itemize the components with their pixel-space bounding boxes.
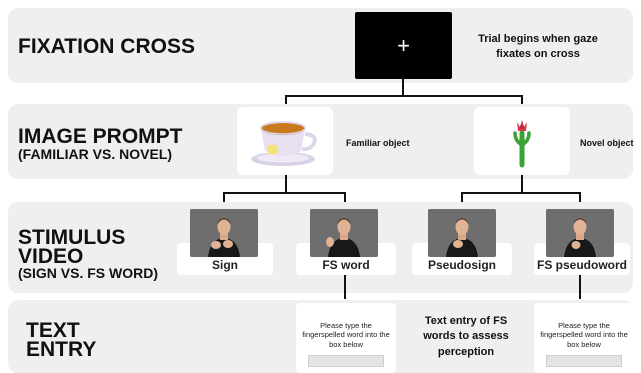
novel-plant-icon (513, 120, 531, 168)
connector (285, 95, 523, 97)
connector (579, 192, 581, 210)
stimulus-video-thumbnail[interactable] (190, 209, 258, 257)
connector (285, 175, 287, 193)
connector (461, 192, 581, 194)
stimulus-video-thumbnail[interactable] (546, 209, 614, 257)
connector (223, 192, 346, 194)
connector (402, 79, 404, 96)
fixation-note: Trial begins when gaze fixates on cross (478, 33, 598, 61)
video-label: Sign (212, 258, 238, 272)
text-entry-title-line2: ENTRY (26, 338, 97, 361)
fixation-title: FIXATION CROSS (18, 35, 195, 58)
text-entry-input[interactable] (546, 355, 622, 367)
fixation-cross: + (397, 33, 410, 58)
stimulus-title-line1: STIMULUS (18, 226, 126, 249)
signer-icon (310, 209, 378, 257)
text-entry-prompt: Please type the fingerspelled word into … (302, 321, 390, 349)
connector (461, 192, 463, 210)
stimulus-title-line2: VIDEO (18, 245, 84, 268)
signer-icon (190, 209, 258, 257)
tea-cup-icon (251, 121, 317, 166)
video-label: FS word (322, 258, 370, 272)
text-entry-title-line1: TEXT (26, 319, 80, 342)
fixation-band (8, 8, 633, 83)
novel-image-panel (474, 107, 570, 175)
text-entry-input[interactable] (308, 355, 384, 367)
signer-icon (428, 209, 496, 257)
image-prompt-subtitle: (FAMILIAR VS. NOVEL) (18, 146, 172, 162)
novel-label: Novel object (580, 138, 634, 148)
text-entry-screen: Please type the fingerspelled word into … (534, 303, 634, 373)
image-prompt-title: IMAGE PROMPT (18, 125, 183, 148)
connector (521, 95, 523, 108)
text-entry-screen: Please type the fingerspelled word into … (296, 303, 396, 373)
video-label: FS pseudoword (537, 258, 627, 272)
stimulus-video-thumbnail[interactable] (428, 209, 496, 257)
connector (344, 192, 346, 210)
connector (285, 95, 287, 108)
familiar-label: Familiar object (346, 138, 410, 148)
stimulus-subtitle: (SIGN VS. FS WORD) (18, 265, 158, 281)
text-entry-prompt: Please type the fingerspelled word into … (540, 321, 628, 349)
familiar-image-panel (237, 107, 333, 175)
fixation-screen: + (355, 12, 452, 79)
connector (579, 275, 581, 299)
stimulus-video-thumbnail[interactable] (310, 209, 378, 257)
connector (344, 275, 346, 299)
connector (223, 192, 225, 210)
signer-icon (546, 209, 614, 257)
video-label: Pseudosign (427, 258, 496, 272)
connector (521, 175, 523, 193)
text-entry-note: Text entry of FS words to assess percept… (423, 315, 509, 358)
